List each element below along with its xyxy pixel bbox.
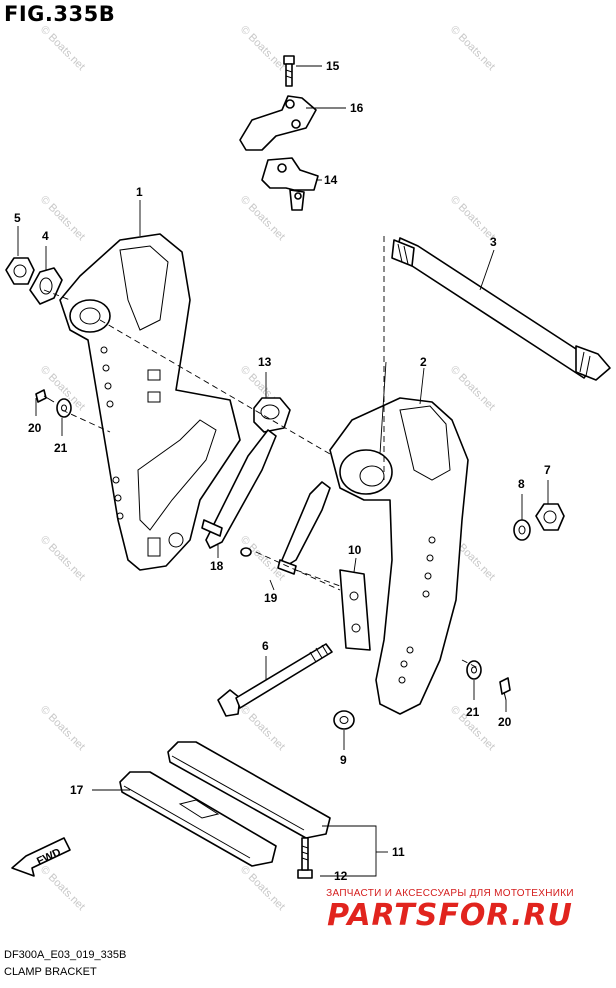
part-20-screw-right	[499, 677, 511, 701]
part-7-nut	[535, 503, 565, 531]
part-5-nut	[5, 257, 35, 285]
callout-17: 17	[70, 783, 84, 797]
part-16-plate	[239, 95, 317, 151]
callout-labels: 1 2 3 4 5 6 7 8 9 10 11 12 13 14 15 16 1…	[14, 59, 551, 883]
watermark: © Boats.net	[448, 364, 497, 413]
callout-1: 1	[136, 185, 143, 199]
callout-9: 9	[340, 753, 347, 767]
callout-20-left: 20	[28, 421, 42, 435]
callout-14: 14	[324, 173, 338, 187]
brand-watermark: ЗАПЧАСТИ И АКСЕССУАРЫ ДЛЯ МОТОТЕХНИКИ PA…	[300, 888, 600, 933]
alignment-lines	[43, 236, 479, 669]
figure-code: DF300A_E03_019_335B	[4, 949, 127, 961]
part-19-rod	[240, 481, 331, 575]
watermark: © Boats.net	[38, 24, 87, 73]
callout-11: 11	[392, 845, 405, 859]
leader-lines	[17, 65, 549, 877]
part-4-washer	[29, 267, 63, 305]
watermark: © Boats.net	[238, 194, 287, 243]
callout-10: 10	[348, 543, 362, 557]
part-14-bracket	[261, 157, 319, 211]
part-17-pad-lower	[119, 771, 277, 867]
callout-18: 18	[210, 559, 224, 573]
callout-21-left: 21	[54, 441, 68, 455]
part-2-clamp-bracket-right	[329, 397, 469, 715]
part-20-screw-left	[35, 389, 55, 403]
watermark: © Boats.net	[238, 864, 287, 913]
brand-logo: PARTSFOR.RU	[327, 898, 573, 933]
watermark: © Boats.net	[38, 704, 87, 753]
callout-4: 4	[42, 229, 49, 243]
part-9-washer	[333, 710, 355, 730]
watermark: © Boats.net	[238, 704, 287, 753]
part-1-clamp-bracket-left	[59, 233, 241, 571]
watermark: © Boats.net	[448, 24, 497, 73]
brand-tagline: ЗАПЧАСТИ И АКСЕССУАРЫ ДЛЯ МОТОТЕХНИКИ	[326, 888, 574, 899]
part-8-washer	[513, 519, 531, 541]
callout-15: 15	[326, 59, 340, 73]
part-15-bolt	[283, 55, 295, 87]
part-12-bolt	[297, 837, 313, 879]
part-6-bolt	[217, 643, 333, 717]
watermark: © Boats.net	[38, 864, 87, 913]
watermark: © Boats.net	[38, 534, 87, 583]
callout-2: 2	[420, 355, 427, 369]
callout-21-right: 21	[466, 705, 480, 719]
callout-19: 19	[264, 591, 278, 605]
watermark: © Boats.net	[238, 534, 287, 583]
figure-title: FIG.335B	[4, 2, 116, 26]
part-13-cap	[253, 397, 291, 433]
callout-16: 16	[350, 101, 364, 115]
callout-12: 12	[334, 869, 348, 883]
part-18-rod	[201, 429, 277, 549]
part-21-washer-right	[466, 660, 482, 680]
callout-3: 3	[490, 235, 497, 249]
callout-8: 8	[518, 477, 525, 491]
callout-20-right: 20	[498, 715, 512, 729]
watermark: © Boats.net	[238, 24, 287, 73]
callout-5: 5	[14, 211, 21, 225]
callout-6: 6	[262, 639, 269, 653]
part-3-tilt-tube	[391, 237, 611, 381]
callout-13: 13	[258, 355, 272, 369]
part-21-washer-left	[56, 398, 72, 418]
part-10-plate	[339, 569, 371, 651]
figure-caption: CLAMP BRACKET	[4, 966, 97, 978]
callout-7: 7	[544, 463, 551, 477]
